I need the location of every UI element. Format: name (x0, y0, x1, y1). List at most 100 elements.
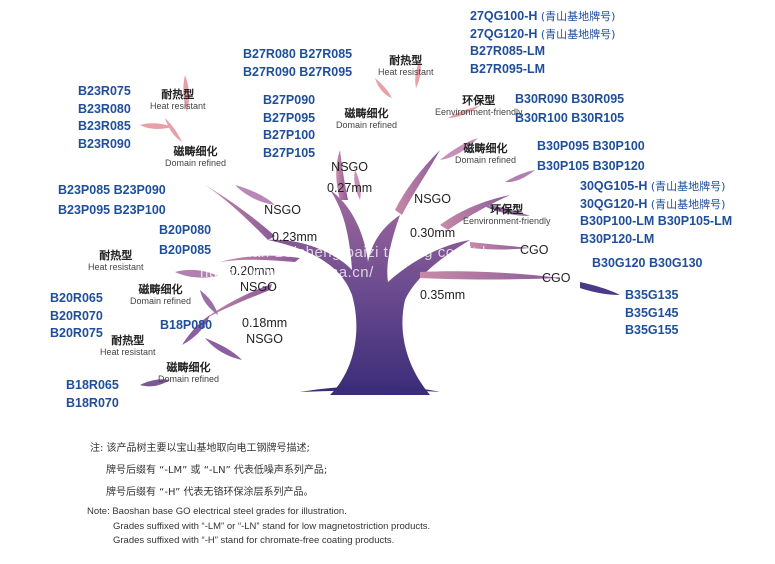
grade-label: B18R065 (66, 378, 119, 392)
leaf (480, 204, 530, 216)
leaf (440, 138, 478, 160)
grade-label: B35G145 (625, 305, 679, 320)
grade-label: B30G120 B30G130 (592, 256, 703, 270)
grade-label: B20R070 (50, 308, 103, 323)
grade-label: 27QG120-H (470, 26, 538, 41)
grade-label: B30R100 B30R105 (515, 111, 625, 125)
grade-note-cn: (青山基地牌号) (540, 10, 616, 23)
group-18p: B18P080 (160, 317, 212, 334)
tree-trunk (268, 190, 470, 395)
label-nsgo-030: NSGO 0.30mm (410, 192, 456, 240)
grade-label: B35G135 (625, 288, 679, 302)
label-nsgo-020: 0.20mm NSGO (229, 264, 277, 294)
grade-label: B30P095 B30P100 (537, 139, 645, 153)
category-heat-top: 耐热型 Heat resistant (378, 54, 434, 77)
leaf (165, 118, 182, 142)
branch-right-tip (580, 282, 620, 295)
leaf (205, 338, 242, 360)
grade-label: B20R065 (50, 291, 103, 305)
leaf (140, 379, 170, 387)
grade-label: B18R070 (66, 395, 119, 410)
category-domain-left-mid: 磁畴细化 Domain refined (130, 283, 192, 306)
grade-label: B23P085 B23P090 (58, 183, 166, 197)
grade-label: B23R075 (78, 84, 131, 98)
grade-note-cn: (青山基地牌号) (650, 180, 726, 193)
grade-label: B35G155 (625, 323, 679, 337)
branch-left-mid (220, 255, 300, 262)
group-30qg: 30QG105-H (青山基地牌号) 30QG120-H (青山基地牌号) B3… (580, 178, 732, 248)
label-cgo-upper: CGO (520, 243, 549, 257)
group-27p: B27P090 B27P095 B27P100 B27P105 (263, 92, 315, 162)
note-line: 注: 该产品树主要以宝山基地取向电工钢牌号描述; (90, 443, 310, 454)
notes-en: Note: Baoshan base GO electrical steel g… (87, 505, 430, 549)
group-27r: B27R080 B27R085 B27R090 B27R095 (243, 45, 352, 81)
group-30p: B30P095 B30P100 B30P105 B30P120 (537, 136, 645, 176)
grade-label: B23R080 (78, 101, 131, 116)
notes-cn: 注: 该产品树主要以宝山基地取向电工钢牌号描述; 牌号后缀有 “-LM” 或 “… (90, 440, 327, 501)
group-18r: B18R065 B18R070 (66, 377, 119, 412)
group-35g: B35G135 B35G145 B35G155 (625, 287, 679, 340)
category-domain-left: 磁畴细化 Domain refined (165, 145, 227, 168)
leaf (175, 269, 218, 278)
leaf (415, 60, 421, 88)
leaf (375, 78, 392, 98)
grade-note-cn: (青山基地牌号) (540, 27, 616, 41)
label-cgo-lower: CGO 0.35mm (420, 271, 571, 302)
branch-left-low (200, 284, 272, 322)
group-23r: B23R075 B23R080 B23R085 B23R090 (78, 83, 131, 153)
grade-label: B20P080 (159, 223, 212, 237)
grade-label: B30P120-LM (580, 231, 655, 246)
note-line: Grades suffixed with “-H” stand for chro… (113, 535, 395, 546)
grade-label: 30QG105-H (580, 179, 648, 193)
grade-label: B20R075 (50, 326, 103, 340)
leaf (140, 123, 172, 130)
branch-right-mid (470, 242, 530, 250)
grade-label: B23R090 (78, 136, 131, 151)
category-domain-right: 磁畴细化 Domain refined (455, 142, 517, 165)
group-30g: B30G120 B30G130 (592, 255, 703, 272)
category-domain-top: 磁畴细化 Domain refined (336, 107, 398, 130)
grade-label: B23P095 B23P100 (58, 203, 166, 217)
branch-up-left (336, 150, 348, 200)
group-20p: B20P080 B20P085 (159, 220, 211, 260)
group-20r: B20R065 B20R070 B20R075 (50, 290, 103, 343)
group-23p: B23P085 B23P090 B23P095 B23P100 (58, 180, 166, 220)
tree-roots (300, 385, 440, 392)
grade-label: B20P085 (159, 243, 212, 257)
grade-label: 30QG120-H (580, 196, 648, 211)
label-nsgo-023: NSGO 0.23mm (264, 203, 318, 244)
leaf (354, 170, 361, 200)
grade-label: B27R085-LM (470, 44, 546, 58)
leaf (235, 185, 275, 205)
note-line: Note: Baoshan base GO electrical steel g… (87, 506, 347, 517)
category-env-top: 环保型 Eenvironment-friendly (435, 94, 523, 117)
grade-label: B18P080 (160, 318, 213, 332)
branch-right-upper (440, 195, 510, 230)
note-line: 牌号后缀有 “-LM” 或 “-LN” 代表低噪声系列产品; (106, 465, 328, 476)
grade-label: B30P100-LM B30P105-LM (580, 214, 733, 228)
category-heat-left-mid: 耐热型 Heat resistant (88, 249, 144, 272)
grade-label: B23R085 (78, 119, 131, 133)
grade-note-cn: (青山基地牌号) (650, 197, 726, 211)
branch-right-low (420, 271, 560, 280)
leaf (182, 315, 210, 345)
grade-label: B30R090 B30R095 (515, 92, 625, 106)
category-heat-left-low: 耐热型 Heat resistant (100, 334, 156, 357)
label-nsgo-018: 0.18mm NSGO (242, 316, 288, 346)
note-line: 牌号后缀有 “-H” 代表无铬环保涂层系列产品。 (106, 487, 314, 498)
leaf (448, 106, 480, 118)
watermark-company: Wuhan Baisheng baizi trading co., ltd (220, 244, 486, 261)
category-env-right: 环保型 Eenvironment-friendly (463, 203, 551, 226)
leaf (505, 170, 535, 183)
group-30r: B30R090 B30R095 B30R100 B30R105 (515, 90, 624, 128)
branch-up-right (395, 150, 440, 215)
grade-label: B27R080 B27R085 (243, 47, 353, 61)
category-domain-left-low: 磁畴细化 Domain refined (158, 361, 220, 384)
watermark-url: https://www.en.china.cn/ (200, 264, 374, 281)
branch-left-upper (205, 185, 275, 240)
label-nsgo-027: NSGO 0.27mm (327, 160, 373, 195)
grade-label: B27P095 (263, 110, 316, 125)
note-line: Grades suffixed with “-LM” or “-LN” stan… (113, 520, 431, 532)
grade-label: B27P090 (263, 93, 316, 107)
